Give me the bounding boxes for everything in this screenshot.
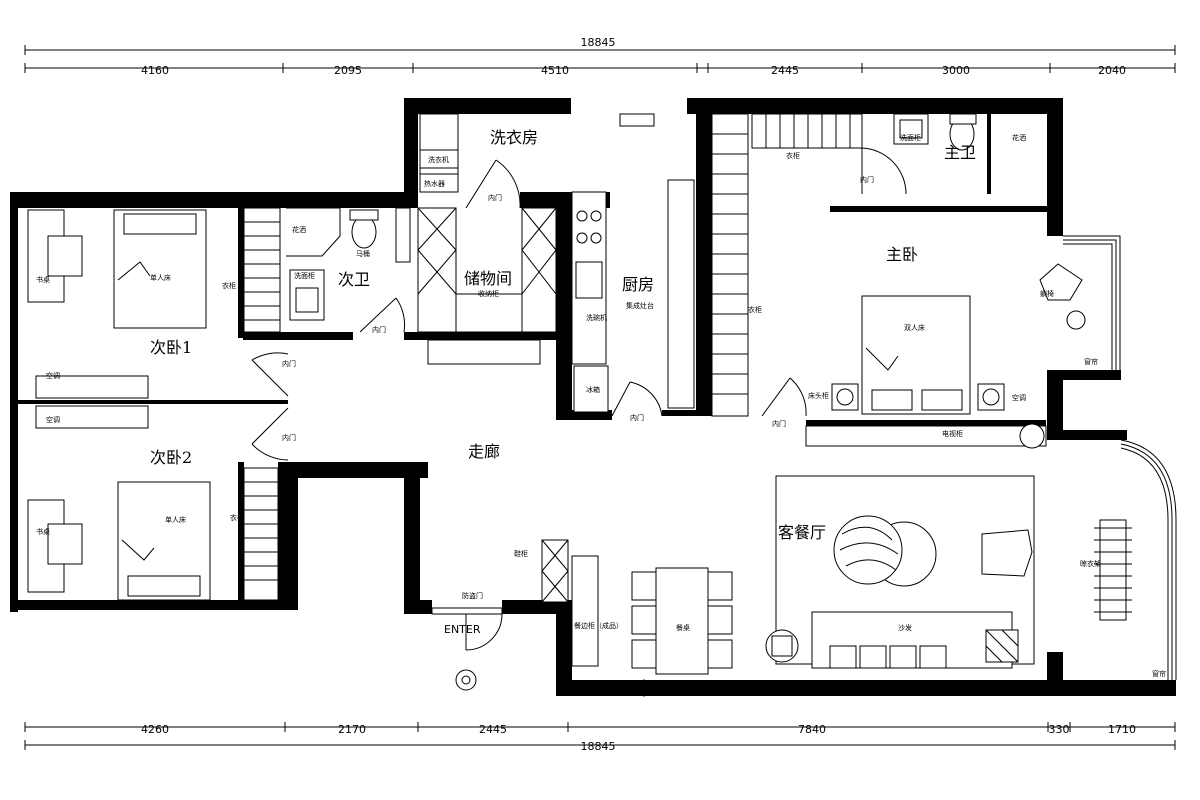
bedroom1-wardrobe-label: 衣柜	[222, 281, 236, 290]
aircon-label-2: 空调	[46, 415, 60, 424]
nightstand-label-left: 床头柜	[808, 391, 829, 400]
master-bedroom-furniture	[805, 263, 1086, 449]
top-dim-4: 2445	[771, 64, 799, 77]
bottom-dim-5: 330	[1049, 723, 1070, 736]
dimension-lines	[24, 45, 1176, 750]
master-wardrobe-label: 衣柜	[748, 305, 762, 314]
aircon-label-master: 空调	[1012, 393, 1026, 402]
bedroom2-desk-label: 书桌	[36, 527, 50, 536]
bedroom1-bed-label: 单人床	[150, 273, 171, 282]
top-dim-1: 4160	[141, 64, 169, 77]
door-second-bath	[359, 297, 406, 333]
top-total-dimension: 18845	[581, 36, 616, 49]
kitchen-fixtures	[571, 113, 695, 413]
master-wardrobe	[711, 113, 863, 417]
door-label-laundry: 内门	[488, 193, 502, 202]
washbasin-label: 洗面柜	[294, 271, 315, 280]
bottom-total-dimension: 18845	[581, 740, 616, 753]
bottom-dim-4: 7840	[798, 723, 826, 736]
bottom-dim-3: 2445	[479, 723, 507, 736]
top-dim-3: 4510	[541, 64, 569, 77]
living-dining-furniture	[571, 475, 1132, 697]
storage-cabinet-label: 收纳柜	[478, 289, 499, 298]
laundry-fixtures	[419, 113, 459, 193]
master-washbasin-label: 洗面柜	[900, 133, 921, 142]
room-bedroom2: 次卧2	[150, 448, 192, 467]
curtain-label-living: 窗帘	[1152, 669, 1166, 678]
door-master-bedroom	[761, 377, 807, 417]
door-kitchen	[611, 381, 663, 417]
door-label-second-bath: 内门	[372, 325, 386, 334]
room-master-bath: 主卫	[944, 143, 976, 162]
master-bath-wall	[830, 206, 1048, 212]
sideboard-label: 餐边柜（成品）	[574, 621, 623, 630]
bottom-dim-6: 1710	[1108, 723, 1136, 736]
room-laundry: 洗衣房	[490, 128, 538, 147]
shoe-cabinet	[541, 539, 569, 603]
door-laundry	[465, 159, 521, 209]
storage-cabinets	[417, 207, 557, 365]
washer-label: 洗衣机	[428, 155, 449, 164]
bay-window-lower	[1120, 439, 1177, 680]
clothes-rack-label: 晾衣架	[1080, 559, 1101, 568]
walls	[10, 98, 1176, 696]
room-bedroom1: 次卧1	[150, 338, 192, 357]
shower-label: 花洒	[292, 225, 306, 234]
curtain-label-master: 窗帘	[1084, 357, 1098, 366]
dining-table-label: 餐桌	[676, 623, 690, 632]
room-corridor: 走廊	[468, 442, 500, 461]
sofa-label: 沙发	[898, 623, 912, 632]
bottom-dim-1: 4260	[141, 723, 169, 736]
bay-window-upper	[1063, 235, 1121, 370]
top-dim-6: 2040	[1098, 64, 1126, 77]
tv-cabinet-master-label: 电视柜	[942, 429, 963, 438]
door-label-bedroom1: 内门	[282, 359, 296, 368]
aircon-label-1: 空调	[46, 371, 60, 380]
second-bath-fixtures	[286, 207, 411, 321]
bedroom1-desk-label: 书桌	[36, 275, 50, 284]
master-wardrobe-top-label: 衣柜	[786, 151, 800, 160]
recliner-label: 躺椅	[1040, 289, 1054, 298]
door-label-master-bath: 内门	[860, 175, 874, 184]
room-kitchen: 厨房	[622, 275, 654, 294]
room-living-dining: 客餐厅	[778, 523, 826, 542]
entry-door	[431, 607, 503, 691]
master-shower-label: 花洒	[1012, 133, 1026, 142]
bedroom1-furniture	[27, 207, 281, 429]
enter-label: ENTER	[444, 623, 481, 636]
shoe-cabinet-label: 鞋柜	[514, 549, 528, 558]
bedroom2-wardrobe-label: 衣柜	[230, 513, 244, 522]
stove-label: 集成灶台	[626, 301, 654, 310]
water-heater-label: 热水器	[424, 179, 445, 188]
bedroom2-bed-label: 单人床	[165, 515, 186, 524]
top-dim-5: 3000	[942, 64, 970, 77]
room-master-bedroom: 主卧	[886, 245, 918, 264]
fridge-label: 冰箱	[586, 385, 600, 394]
room-second-bath: 次卫	[338, 270, 370, 289]
bottom-dim-2: 2170	[338, 723, 366, 736]
door-label-master: 内门	[772, 419, 786, 428]
security-door-label: 防盗门	[462, 591, 483, 600]
door-master-bath	[861, 147, 907, 195]
top-dim-2: 2095	[334, 64, 362, 77]
doors-bedrooms	[251, 352, 289, 461]
master-bed-label: 双人床	[904, 323, 925, 332]
master-bath-fixtures	[893, 113, 977, 151]
door-label-bedroom2: 内门	[282, 433, 296, 442]
room-storage: 储物间	[464, 269, 512, 288]
toilet-label: 马桶	[356, 249, 370, 258]
dishwasher-label: 洗碗机	[586, 313, 607, 322]
door-label-kitchen: 内门	[630, 413, 644, 422]
bedroom2-furniture	[27, 467, 279, 601]
